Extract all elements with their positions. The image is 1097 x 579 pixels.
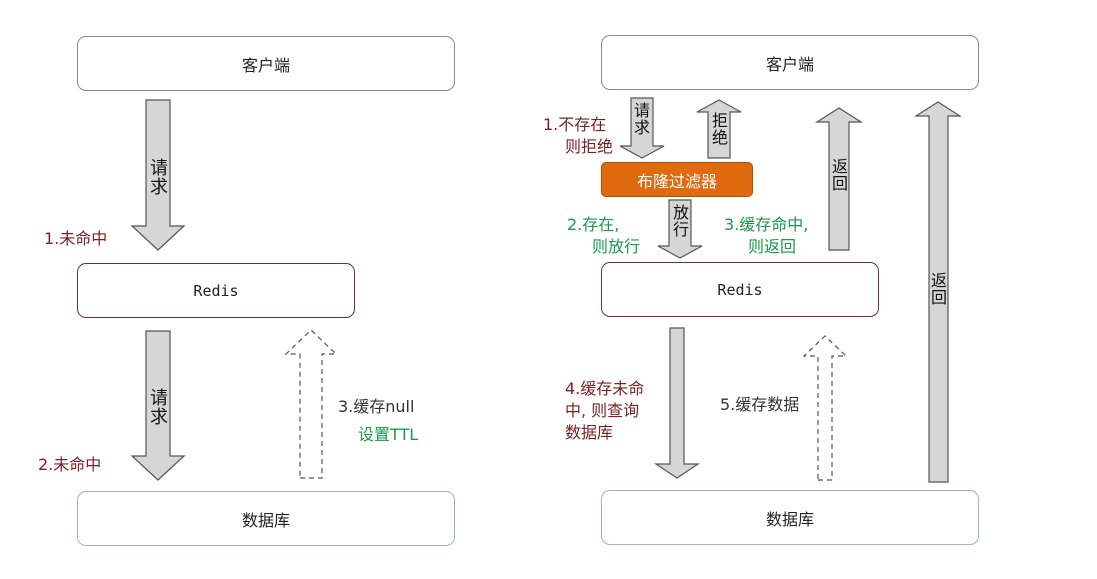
miss-query-label-3: 数据库: [565, 423, 614, 442]
right-client-label: 客户端: [765, 54, 814, 74]
cache-data-label: 5.缓存数据: [720, 395, 800, 414]
right-cache-data-arrow: [802, 335, 848, 481]
right-return-text-2: 返回: [928, 272, 947, 306]
miss-query-label-1: 4.缓存未命: [565, 379, 645, 398]
left-db-box: 数据库: [77, 491, 455, 546]
bloom-filter-box: 布隆过滤器: [601, 162, 753, 197]
right-redis-box: Redis: [601, 262, 879, 317]
hit-label-1: 3.缓存命中,: [724, 215, 809, 234]
not-exist-label-2: 则拒绝: [565, 137, 614, 156]
exist-label-1: 2.存在,: [567, 215, 620, 234]
left-request-text-2: 请求: [147, 388, 168, 426]
right-redis-label: Redis: [717, 280, 763, 299]
right-client-box: 客户端: [601, 35, 979, 90]
right-db-box: 数据库: [601, 490, 979, 545]
miss-query-label-2: 中, 则查询: [565, 401, 640, 420]
left-db-label: 数据库: [241, 510, 290, 530]
right-return-arrow-2: [913, 101, 963, 483]
left-client-box: 客户端: [77, 36, 455, 91]
left-redis-label: Redis: [193, 281, 239, 300]
left-request-arrow-2: [130, 330, 186, 481]
bloom-filter-label: 布隆过滤器: [636, 171, 717, 191]
right-reject-text: 拒绝: [709, 112, 728, 146]
not-exist-label-1: 1.不存在: [543, 115, 607, 134]
left-redis-box: Redis: [77, 263, 355, 318]
left-set-ttl-label: 设置TTL: [358, 425, 419, 444]
left-miss-label-1: 1.未命中: [44, 229, 108, 248]
left-request-arrow-1: [130, 99, 186, 251]
right-return-text-1: 返回: [829, 158, 848, 192]
right-pass-text: 放行: [670, 204, 689, 238]
left-client-label: 客户端: [241, 55, 290, 75]
right-reject-arrow: [696, 99, 742, 159]
right-request-arrow: [619, 97, 665, 159]
right-request-text: 请求: [631, 102, 650, 136]
left-cache-null-label: 3.缓存null: [338, 397, 415, 416]
right-query-arrow: [654, 327, 700, 479]
left-request-text-1: 请求: [147, 158, 168, 196]
hit-label-2: 则返回: [748, 237, 797, 256]
right-db-label: 数据库: [765, 509, 814, 529]
exist-label-2: 则放行: [592, 237, 641, 256]
left-cache-null-arrow: [284, 329, 338, 479]
right-pass-arrow: [657, 199, 703, 259]
right-return-arrow-1: [814, 107, 864, 251]
left-miss-label-2: 2.未命中: [38, 455, 102, 474]
